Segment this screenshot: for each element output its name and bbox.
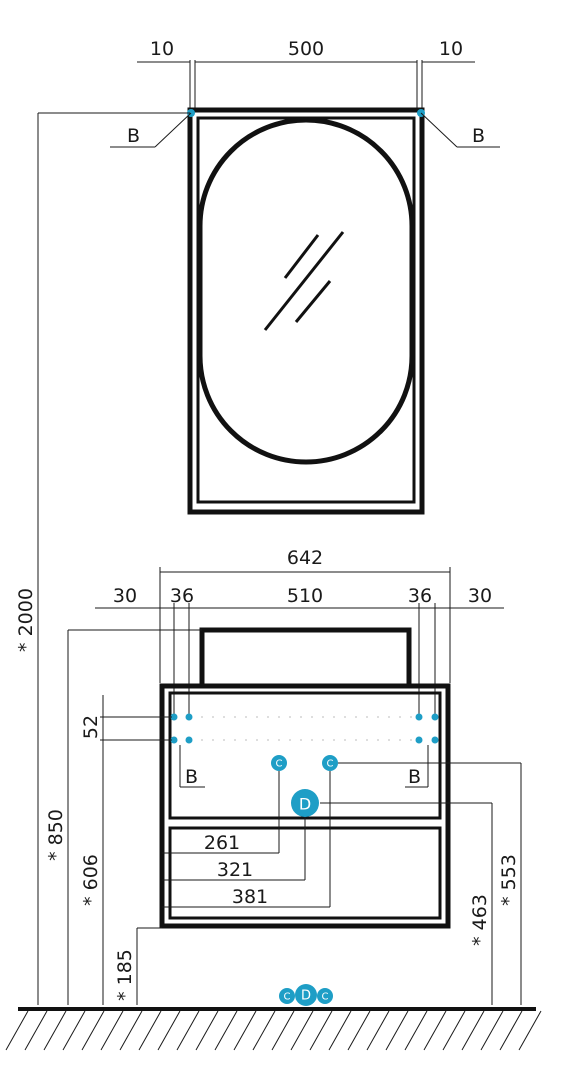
offset-381: 381 [232, 886, 268, 908]
marker-c-right-icon: C [322, 755, 338, 771]
floor-marker-c-right-label: C [322, 992, 329, 1003]
horizontal-offset-dimensions: 261 321 381 [162, 771, 331, 908]
height-850: * 850 [45, 809, 67, 861]
height-dimensions-right: * 463 * 553 [320, 762, 522, 1005]
mirror-callout-label-left: B [127, 125, 140, 147]
cabinet-dim-b: 36 [170, 585, 194, 607]
floor-hatch-line [233, 1010, 257, 1051]
floor-hatch-line [157, 1010, 181, 1051]
marker-d-icon: D [291, 789, 319, 817]
floor-hatch-line [347, 1010, 371, 1051]
floor-hatch-line [24, 1010, 48, 1051]
floor-marker-d-label: D [301, 989, 311, 1004]
height-553: * 553 [498, 854, 520, 906]
marker-c-right-label: C [327, 759, 334, 770]
floor-hatch-line [81, 1010, 105, 1051]
basin [199, 627, 412, 686]
glass-reflection-icon [263, 231, 345, 331]
floor-hatch-line [100, 1010, 124, 1051]
cabinet-dim-total: 642 [287, 547, 323, 569]
floor [5, 1007, 542, 1051]
floor-hatch-line [290, 1010, 314, 1051]
mirror-callout-label-right: B [472, 125, 485, 147]
offset-261: 261 [204, 832, 240, 854]
height-185: * 185 [114, 949, 136, 1001]
floor-hatch-line [138, 1010, 162, 1051]
floor-hatch-line [499, 1010, 523, 1051]
floor-hatch-line [366, 1010, 390, 1051]
floor-hatch-line [404, 1010, 428, 1051]
floor-hatch-line [328, 1010, 352, 1051]
floor-hatch-line [423, 1010, 447, 1051]
floor-hatch-line [385, 1010, 409, 1051]
mirror-dim-width: 500 [288, 38, 324, 60]
floor-marker-d-icon: D [295, 984, 317, 1006]
height-606: * 606 [80, 854, 102, 906]
floor-hatch-line [442, 1010, 466, 1051]
floor-hatch-line [252, 1010, 276, 1051]
floor-hatch-line [62, 1010, 86, 1051]
cabinet-callout-right: B [405, 745, 429, 788]
cabinet-callout-label-right: B [408, 766, 421, 788]
floor-hatch-line [214, 1010, 238, 1051]
floor-marker-c-left-label: C [284, 992, 291, 1003]
floor-hatch-line [119, 1010, 143, 1051]
floor-hatch-line [271, 1010, 295, 1051]
cabinet-dim-a: 30 [113, 585, 137, 607]
floor-hatch-line [176, 1010, 200, 1051]
cabinet-dim-e: 30 [468, 585, 492, 607]
floor-marker-c-right-icon: C [317, 988, 333, 1004]
floor-hatch-line [309, 1010, 333, 1051]
cabinet-top-dimensions: 642 30 36 510 36 30 [95, 547, 504, 716]
mirror-callout-left: B [110, 109, 195, 148]
hole-spacing-dimension: 52 [80, 695, 172, 760]
height-463: * 463 [469, 894, 491, 946]
offset-321: 321 [217, 859, 253, 881]
marker-c-left-icon: C [271, 755, 287, 771]
floor-hatch-line [5, 1010, 29, 1051]
mirror [187, 107, 425, 515]
cabinet-callout-label-left: B [185, 766, 198, 788]
mirror-oval-glass [197, 117, 415, 465]
mirror-callout-right: B [417, 109, 500, 148]
marker-d-label: D [299, 795, 311, 814]
mirror-dim-right: 10 [439, 38, 463, 60]
floor-hatch-line [43, 1010, 67, 1051]
mirror-top-dimension: 10 500 10 [137, 38, 475, 108]
height-2000: * 2000 [15, 588, 37, 652]
cabinet-callout-left: B [179, 745, 205, 788]
height-dimensions-left: * 2000 * 850 * 606 * 185 [15, 112, 202, 1005]
floor-hatch-line [480, 1010, 504, 1051]
mirror-dim-left: 10 [150, 38, 174, 60]
mounting-holes [170, 713, 439, 744]
hole-spacing-value: 52 [80, 715, 102, 739]
floor-marker-c-left-icon: C [279, 988, 295, 1004]
cabinet-body [159, 683, 451, 929]
floor-hatch-line [518, 1010, 542, 1051]
floor-hatch-line [195, 1010, 219, 1051]
cabinet-dim-c: 510 [287, 585, 323, 607]
cabinet-dim-d: 36 [408, 585, 432, 607]
floor-hatch-line [461, 1010, 485, 1051]
marker-c-left-label: C [276, 759, 283, 770]
